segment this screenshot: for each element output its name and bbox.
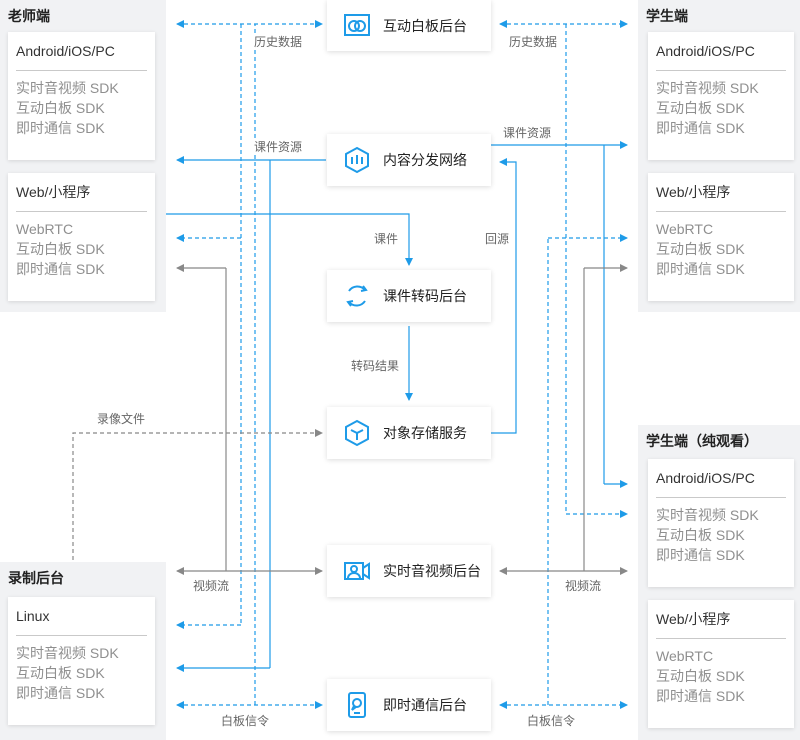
- chat-icon: [348, 692, 366, 718]
- card-item: 即时通信 SDK: [656, 261, 745, 277]
- whiteboard-backend-box: 互动白板后台: [327, 0, 491, 51]
- card-item: 即时通信 SDK: [656, 688, 745, 704]
- transcode-backend-label: 课件转码后台: [383, 288, 467, 304]
- card-item: 即时通信 SDK: [16, 685, 105, 701]
- card-title: Web/小程序: [656, 610, 786, 639]
- transcode-backend-box: 课件转码后台: [327, 270, 491, 322]
- edge-cdn-right: [490, 141, 628, 488]
- card-title: Android/iOS/PC: [16, 42, 147, 71]
- recorder-linux-card: Linux 实时音视频 SDK 互动白板 SDK 即时通信 SDK: [8, 597, 155, 725]
- label-record-file: 录像文件: [94, 410, 149, 427]
- edge-wb-signal-left: [176, 24, 323, 709]
- card-item: WebRTC: [656, 221, 714, 237]
- card-item: WebRTC: [16, 221, 74, 237]
- student-native-card: Android/iOS/PC 实时音视频 SDK 互动白板 SDK 即时通信 S…: [648, 32, 794, 160]
- card-item: 即时通信 SDK: [16, 120, 105, 136]
- card-item: 实时音视频 SDK: [16, 645, 119, 661]
- label-wb-signal-right: 白板信令: [524, 712, 579, 729]
- label-wb-signal-left: 白板信令: [218, 712, 273, 729]
- student-web-card: Web/小程序 WebRTC 互动白板 SDK 即时通信 SDK: [648, 173, 794, 301]
- trtc-backend-label: 实时音视频后台: [383, 563, 481, 579]
- card-item: 互动白板 SDK: [656, 668, 745, 684]
- student-group: 学生端 Android/iOS/PC 实时音视频 SDK 互动白板 SDK 即时…: [638, 0, 800, 312]
- teacher-group: 老师端 Android/iOS/PC 实时音视频 SDK 互动白板 SDK 即时…: [0, 0, 166, 312]
- edge-wb-signal-right: [499, 234, 628, 709]
- im-backend-label: 即时通信后台: [383, 697, 467, 713]
- card-item: 互动白板 SDK: [656, 241, 745, 257]
- label-transcode-result: 转码结果: [348, 357, 403, 374]
- edge-record-file: [72, 429, 323, 560]
- label-origin: 回源: [482, 230, 513, 247]
- transcode-icon: [346, 285, 368, 307]
- teacher-web-card: Web/小程序 WebRTC 互动白板 SDK 即时通信 SDK: [8, 173, 155, 301]
- edge-video-right: [499, 264, 628, 575]
- label-courseware: 课件: [371, 230, 402, 247]
- cdn-icon: [345, 146, 369, 174]
- card-item: 即时通信 SDK: [656, 120, 745, 136]
- edge-courseware: [166, 213, 413, 266]
- object-storage-box: 对象存储服务: [327, 407, 491, 459]
- edge-video-left: [176, 264, 323, 575]
- recorder-group: 录制后台 Linux 实时音视频 SDK 互动白板 SDK 即时通信 SDK: [0, 562, 166, 740]
- viewer-native-card: Android/iOS/PC 实时音视频 SDK 互动白板 SDK 即时通信 S…: [648, 459, 794, 587]
- card-item: 互动白板 SDK: [16, 100, 105, 116]
- viewer-group-title: 学生端（纯观看）: [646, 433, 758, 449]
- cdn-box: 内容分发网络: [327, 134, 491, 186]
- video-camera-icon: [344, 562, 370, 580]
- student-group-title: 学生端: [646, 8, 688, 24]
- card-title: Android/iOS/PC: [656, 469, 786, 498]
- card-title: Linux: [16, 607, 147, 636]
- card-item: 互动白板 SDK: [16, 665, 105, 681]
- card-item: 即时通信 SDK: [16, 261, 105, 277]
- card-title: Web/小程序: [16, 183, 147, 212]
- object-storage-label: 对象存储服务: [383, 425, 467, 441]
- label-courseware-res-right: 课件资源: [500, 124, 555, 141]
- im-backend-box: 即时通信后台: [327, 679, 491, 731]
- card-item: 互动白板 SDK: [656, 100, 745, 116]
- card-item: WebRTC: [656, 648, 714, 664]
- viewer-group: 学生端（纯观看） Android/iOS/PC 实时音视频 SDK 互动白板 S…: [638, 425, 800, 740]
- label-courseware-res-left: 课件资源: [251, 138, 306, 155]
- cdn-label: 内容分发网络: [383, 152, 467, 168]
- whiteboard-backend-label: 互动白板后台: [383, 17, 467, 34]
- recorder-group-title: 录制后台: [8, 570, 64, 586]
- edge-cdn-left: [176, 156, 326, 672]
- viewer-web-card: Web/小程序 WebRTC 互动白板 SDK 即时通信 SDK: [648, 600, 794, 728]
- card-item: 即时通信 SDK: [656, 547, 745, 563]
- edge-wb-history-left: [176, 20, 323, 629]
- teacher-group-title: 老师端: [8, 8, 50, 24]
- card-item: 实时音视频 SDK: [656, 507, 759, 523]
- card-title: Web/小程序: [656, 183, 786, 212]
- edge-wb-history-right: [499, 20, 628, 518]
- card-item: 互动白板 SDK: [656, 527, 745, 543]
- storage-icon: [345, 419, 369, 447]
- card-item: 互动白板 SDK: [16, 241, 105, 257]
- label-video-left: 视频流: [190, 577, 233, 594]
- card-item: 实时音视频 SDK: [656, 80, 759, 96]
- whiteboard-icon: [344, 13, 370, 36]
- edge-origin: [491, 158, 517, 434]
- card-item: 实时音视频 SDK: [16, 80, 119, 96]
- teacher-native-card: Android/iOS/PC 实时音视频 SDK 互动白板 SDK 即时通信 S…: [8, 32, 155, 160]
- label-history-right: 历史数据: [506, 33, 561, 50]
- card-title: Android/iOS/PC: [656, 42, 786, 71]
- trtc-backend-box: 实时音视频后台: [327, 545, 491, 597]
- label-history-left: 历史数据: [251, 33, 306, 50]
- label-video-right: 视频流: [562, 577, 605, 594]
